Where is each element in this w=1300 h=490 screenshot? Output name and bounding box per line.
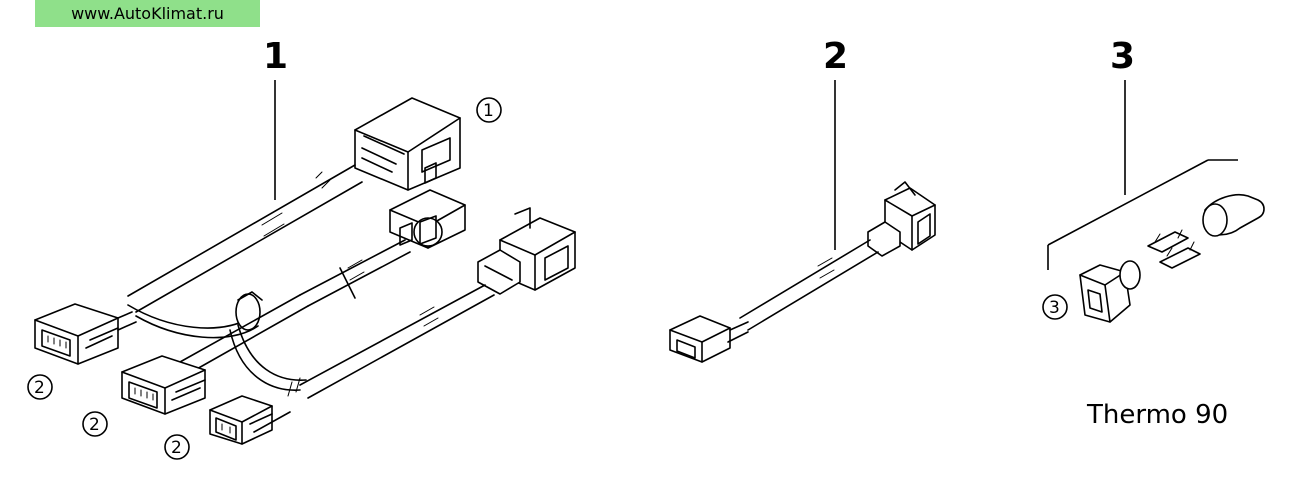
callout-3: 3 bbox=[1042, 294, 1068, 320]
plug-connector-top bbox=[354, 97, 461, 191]
sensor-clip-component bbox=[389, 189, 466, 249]
svg-text:3: 3 bbox=[1049, 298, 1060, 318]
connector-8pin-middle bbox=[121, 355, 206, 415]
connector-housing-3 bbox=[1079, 260, 1141, 323]
callout-2-bottom: 2 bbox=[164, 434, 190, 460]
wiring-harness-2 bbox=[669, 181, 936, 363]
svg-text:2: 2 bbox=[89, 415, 100, 435]
plug-connector-right bbox=[477, 207, 576, 295]
callout-1: 1 bbox=[476, 97, 502, 123]
connector-4pin-bottom bbox=[209, 395, 291, 445]
part-number-2: 2 bbox=[823, 36, 848, 77]
terminal-pins bbox=[1147, 229, 1201, 269]
connector-8pin-left bbox=[34, 303, 137, 365]
svg-text:2: 2 bbox=[34, 378, 45, 398]
leader-bracket-3 bbox=[1047, 80, 1238, 270]
connector-kit-3 bbox=[1079, 194, 1265, 323]
connector-2pin-2 bbox=[669, 315, 749, 363]
model-label: Thermo 90 bbox=[1086, 400, 1228, 430]
svg-text:1: 1 bbox=[483, 101, 494, 121]
plug-connector-2 bbox=[867, 181, 936, 257]
site-watermark[interactable]: www.AutoKlimat.ru bbox=[35, 0, 260, 27]
callout-2-middle: 2 bbox=[82, 411, 108, 437]
wiring-harness-1 bbox=[34, 97, 576, 445]
callout-2-left: 2 bbox=[27, 374, 53, 400]
part-number-1: 1 bbox=[263, 36, 288, 77]
part-number-3: 3 bbox=[1110, 36, 1135, 77]
svg-text:2: 2 bbox=[171, 438, 182, 458]
rubber-seal bbox=[1202, 194, 1265, 237]
